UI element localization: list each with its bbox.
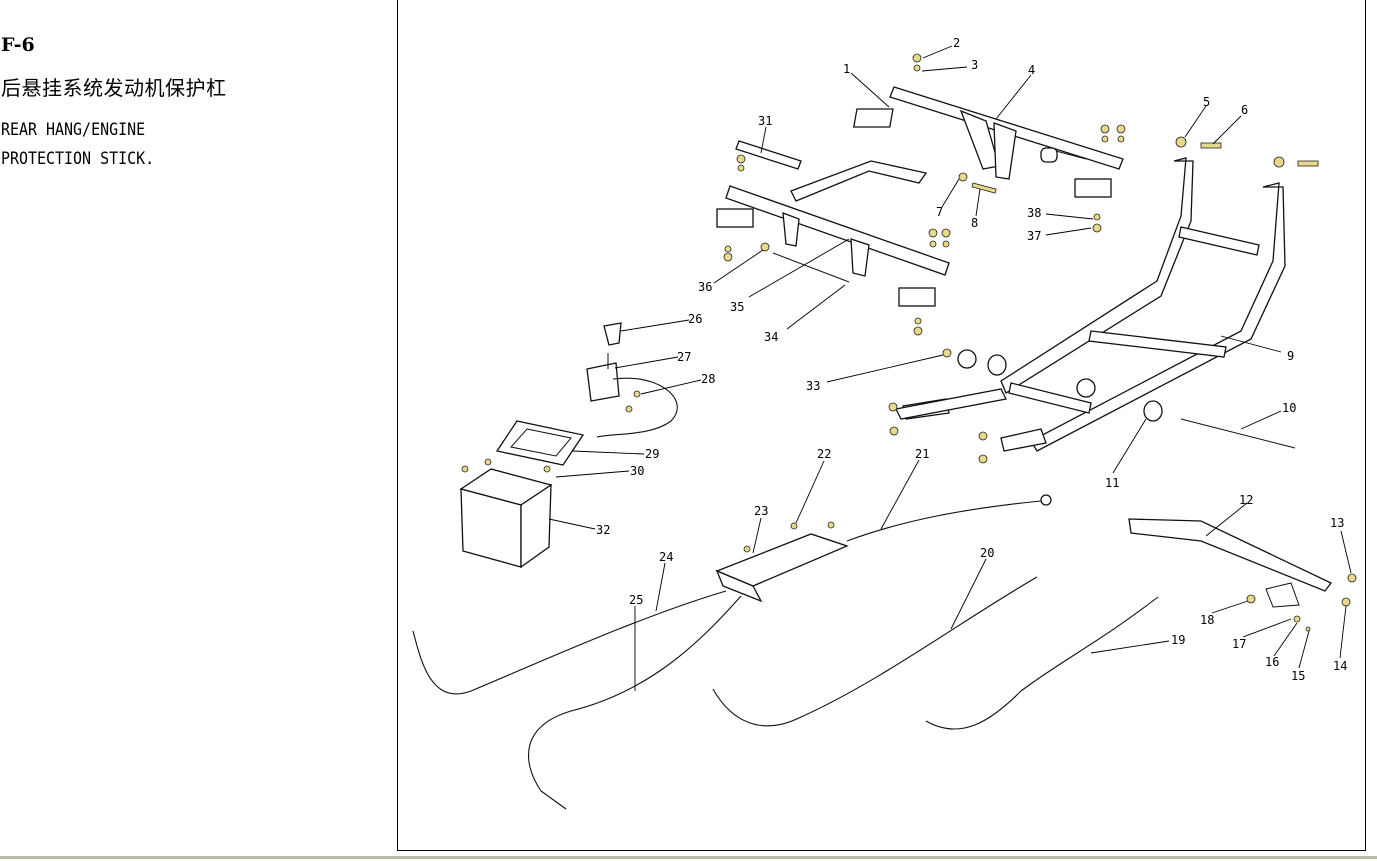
callout-12: 12 [1239,493,1253,507]
figure-caption-panel: F-6 后悬挂系统发动机保护杠 REAR HANG/ENGINE PROTECT… [0,0,395,861]
callout-31: 31 [758,114,772,128]
callout-20: 20 [980,546,994,560]
leader-lines [548,45,1352,691]
part-12-lever [1128,518,1332,608]
callout-11: 11 [1105,476,1119,490]
callout-14: 14 [1333,659,1347,673]
figure-title-english: REAR HANG/ENGINE PROTECTION STICK. [1,116,212,174]
callout-3: 3 [971,58,978,72]
callout-34: 34 [764,330,778,344]
parts-drawing: 1 2 3 4 5 6 7 8 9 10 11 12 13 14 15 16 1… [412,36,1357,810]
title-en-line-2: PROTECTION STICK. [1,149,155,169]
callout-37: 37 [1027,229,1041,243]
callout-33: 33 [806,379,820,393]
part-26-27-28-shifter [586,322,678,438]
callout-10: 10 [1282,401,1296,415]
callout-18: 18 [1200,613,1214,627]
part-23-junction-box [715,521,849,603]
callout-30: 30 [630,464,644,478]
callout-9: 9 [1287,349,1294,363]
callout-2: 2 [953,36,960,50]
figure-code: F-6 [1,34,35,56]
callout-16: 16 [1265,655,1279,669]
part-1-rubber-mounts [716,108,1112,307]
part-34-long-bolt [772,252,850,283]
callout-19: 19 [1171,633,1185,647]
callout-28: 28 [701,372,715,386]
callout-7: 7 [936,205,943,219]
callout-13: 13 [1330,516,1344,530]
callout-23: 23 [754,504,768,518]
part-31-rod [735,140,802,170]
figure-title-chinese: 后悬挂系统发动机保护杠 [1,76,227,100]
callout-15: 15 [1291,669,1305,683]
part-11-33-bushings [957,349,1163,422]
callout-24: 24 [659,550,673,564]
callout-numbers: 1 2 3 4 5 6 7 8 9 10 11 12 13 14 15 16 1… [596,36,1347,683]
part-35-lower-bracket [725,160,950,277]
callout-4: 4 [1028,63,1035,77]
footer-divider [0,856,1377,859]
callout-22: 22 [817,447,831,461]
callout-26: 26 [688,312,702,326]
hardware-nuts-washers [723,53,1357,632]
callout-27: 27 [677,350,691,364]
callout-6: 6 [1241,103,1248,117]
exploded-parts-diagram: 1 2 3 4 5 6 7 8 9 10 11 12 13 14 15 16 1… [397,0,1366,851]
part-4-upper-bracket [889,86,1124,180]
part-29-gasket [495,420,585,466]
cables-19-to-25 [412,494,1159,810]
callout-36: 36 [698,280,712,294]
callout-17: 17 [1232,637,1246,651]
part-10-long-bolt [1180,418,1296,449]
callout-25: 25 [629,593,643,607]
part-32-battery [459,458,553,569]
callout-1: 1 [843,62,850,76]
callout-35: 35 [730,300,744,314]
part-9-main-frame [895,157,1286,452]
callout-38: 38 [1027,206,1041,220]
callout-5: 5 [1203,95,1210,109]
title-en-line-1: REAR HANG/ENGINE [1,120,146,140]
callout-21: 21 [915,447,929,461]
callout-32: 32 [596,523,610,537]
callout-8: 8 [971,216,978,230]
callout-29: 29 [645,447,659,461]
